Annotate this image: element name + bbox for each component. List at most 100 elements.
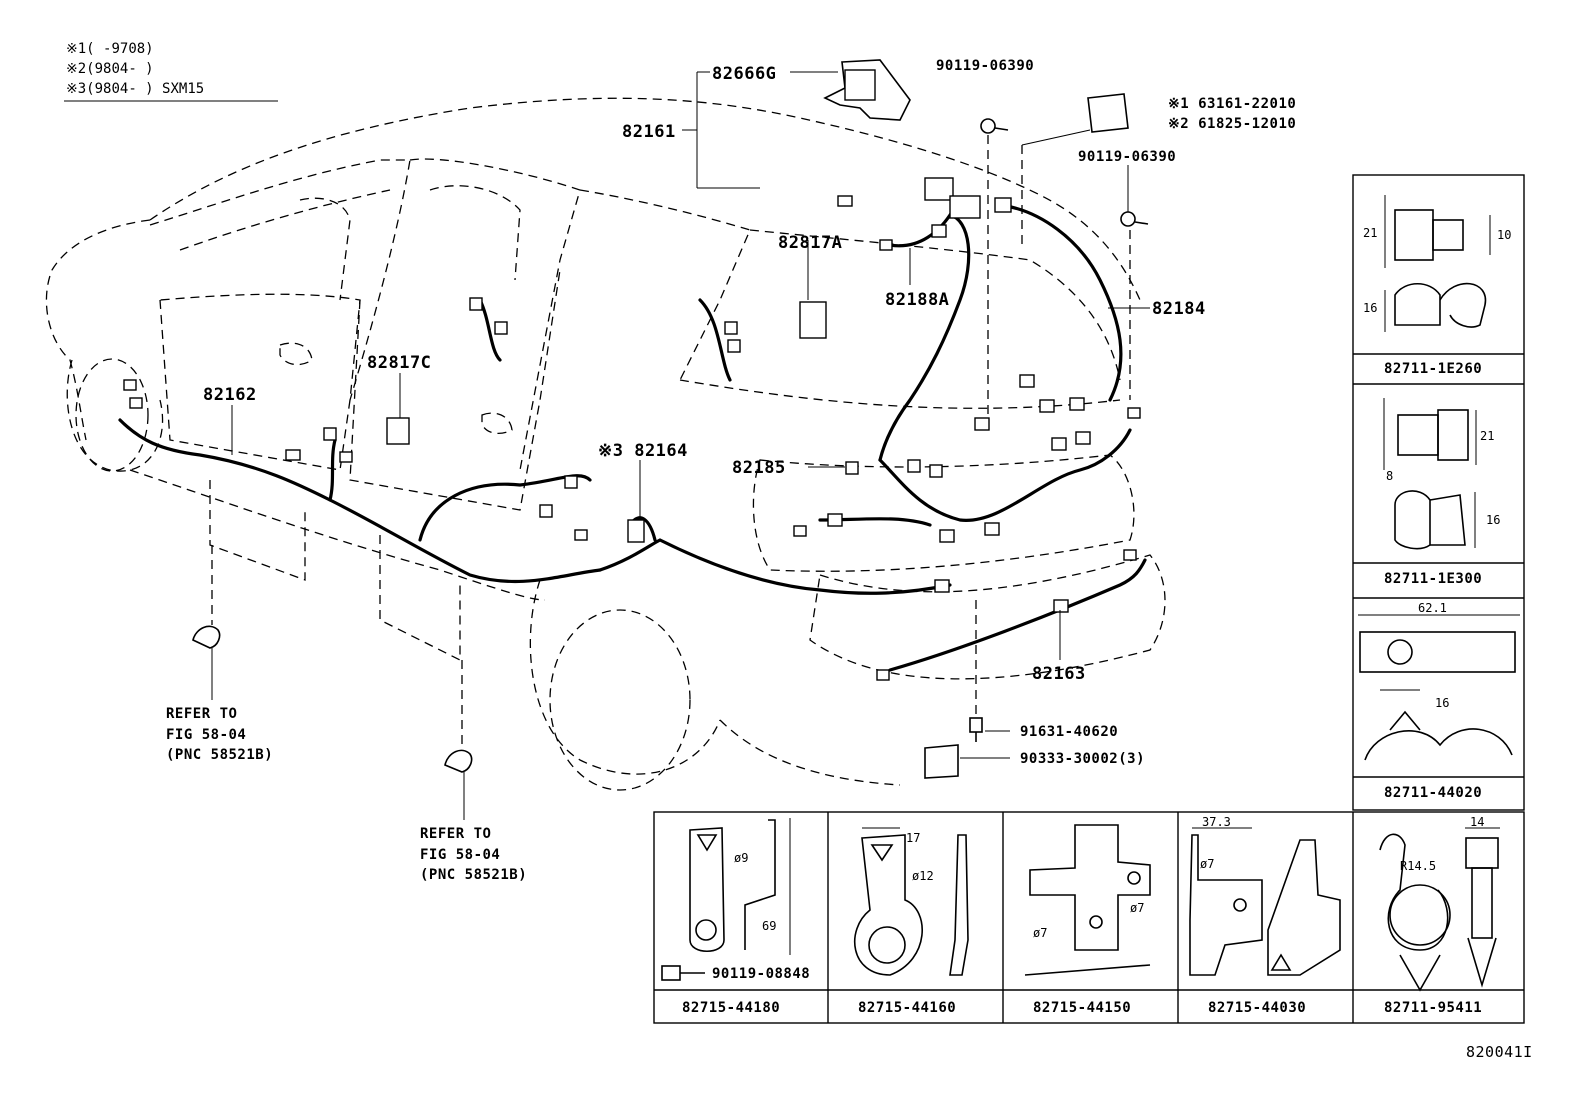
- clip-profile: [1394, 490, 1431, 550]
- bracket-hole: [1233, 898, 1247, 912]
- part-82715-44150: 82715-44150: [1033, 1000, 1131, 1016]
- dim-69: 69: [762, 919, 776, 933]
- clip-head: [1432, 219, 1464, 251]
- refer-center: REFER TO FIG 58-04 (PNC 58521B): [420, 826, 527, 883]
- connector: [939, 529, 955, 543]
- connector: [974, 417, 990, 431]
- a-pillar: [149, 159, 411, 401]
- harness-82164-b: [598, 538, 952, 595]
- bracket-base: [1024, 964, 1151, 976]
- bracket-arrow: [696, 834, 718, 852]
- rear-wheel-arch: [529, 579, 721, 775]
- label-82817A: 82817A: [778, 233, 842, 253]
- connector: [494, 321, 508, 335]
- harness-82188A: [878, 213, 971, 462]
- rear-tire: [549, 609, 691, 791]
- connector: [1069, 397, 1085, 411]
- dim-62-1: 62.1: [1418, 601, 1447, 615]
- label-82817C: 82817C: [367, 353, 431, 373]
- connector: [1039, 399, 1055, 413]
- label-82666G: 82666G: [712, 64, 776, 84]
- clip-tip: [1467, 937, 1497, 988]
- label-82162: 82162: [203, 385, 257, 405]
- grommet-shape: [192, 625, 221, 649]
- label-61825-12010: ※2 61825-12010: [1168, 116, 1296, 132]
- bracket-hole: [1127, 871, 1141, 885]
- rear-seat: [429, 185, 521, 281]
- part-82711-44020: 82711-44020: [1384, 785, 1482, 801]
- bolt-head: [980, 118, 996, 134]
- clip-table-right-frame: [1352, 174, 1525, 811]
- label-90333-30002: 90333-30002(3): [1020, 751, 1145, 767]
- clip-body: [1397, 414, 1439, 456]
- clip-head: [1437, 409, 1469, 461]
- clip-82711-1E300: 21 8 16 82711-1E300: [1383, 398, 1500, 587]
- connector: [984, 522, 1000, 536]
- front-wheel: [66, 359, 164, 472]
- bracket-82666G: [823, 59, 911, 121]
- dim-16: 16: [1435, 696, 1449, 710]
- quarter-lower: [719, 719, 901, 786]
- part-82711-1E300: 82711-1E300: [1384, 571, 1482, 587]
- rear-door: [349, 269, 561, 511]
- dim-21: 21: [1480, 429, 1494, 443]
- clip-82715-44180: ø9 69 90119-08848 82715-44180: [661, 818, 810, 1016]
- grommet-shape: [444, 749, 473, 773]
- beltline: [679, 379, 1121, 409]
- connector: [1075, 431, 1091, 445]
- bracket-hole: [695, 919, 717, 941]
- bracket-side: [1267, 839, 1341, 976]
- label-90119-06390-top: 90119-06390: [936, 58, 1034, 74]
- b-pillar: [409, 158, 581, 471]
- plate-90333: [924, 744, 959, 779]
- dim-37-3: 37.3: [1202, 815, 1231, 829]
- dim-phi7-a: ø7: [1130, 901, 1144, 915]
- dim-R14-5: R14.5: [1400, 859, 1436, 873]
- rear-door-handle: [481, 412, 513, 435]
- front-hood: [45, 219, 151, 441]
- refer-center-line1: REFER TO: [420, 826, 491, 842]
- connector: [123, 379, 137, 391]
- floor-harness-82162: [118, 418, 602, 584]
- label-63161-22010: ※1 63161-22010: [1168, 96, 1296, 112]
- connector: [1051, 437, 1067, 451]
- bracket-arrow: [1270, 953, 1292, 971]
- tailgate-harness-82185: [878, 428, 1132, 522]
- connector: [845, 461, 859, 475]
- clip-loop: [1379, 833, 1449, 951]
- connector-82817C: [386, 417, 410, 445]
- dim-phi9: ø9: [734, 851, 748, 865]
- bolt-90119-06390-top: [980, 118, 1009, 134]
- bracket-shape: [689, 827, 725, 953]
- clip-tail: [1429, 494, 1466, 546]
- lower-sill: [129, 469, 546, 601]
- connector: [876, 669, 890, 681]
- bracket-shape: [1029, 824, 1151, 951]
- refer-center-line2: FIG 58-04: [420, 847, 500, 863]
- bracket-shape: [1189, 834, 1263, 976]
- leader-lines: [209, 71, 1150, 759]
- clip-barb: [1399, 954, 1441, 992]
- clip-table-right: 21 10 16 82711-1E260 21 8 16 82711-1E300: [1352, 174, 1525, 811]
- bracket-82666G-body: [844, 69, 876, 101]
- part-82715-44160: 82715-44160: [858, 1000, 956, 1016]
- connector: [924, 177, 954, 201]
- part-82715-44180: 82715-44180: [682, 1000, 780, 1016]
- connector: [574, 529, 588, 541]
- tailgate: [752, 454, 1135, 572]
- connector: [1019, 374, 1035, 388]
- connector: [129, 397, 143, 409]
- dim-phi7: ø7: [1200, 857, 1214, 871]
- hatch-top: [749, 229, 1121, 381]
- clip-82711-1E260: 21 10 16 82711-1E260: [1363, 195, 1511, 377]
- grommet-left: [192, 625, 221, 700]
- bracket-side: [949, 834, 969, 976]
- clip-ring: [1389, 884, 1451, 946]
- screw-91631-40620: [969, 717, 983, 742]
- connector: [724, 321, 738, 335]
- part-82711-95411: 82711-95411: [1384, 1000, 1482, 1016]
- front-door: [159, 293, 361, 471]
- screw-head: [969, 717, 983, 733]
- quarter-harness: [698, 298, 732, 382]
- wire-harnesses: [118, 203, 1147, 672]
